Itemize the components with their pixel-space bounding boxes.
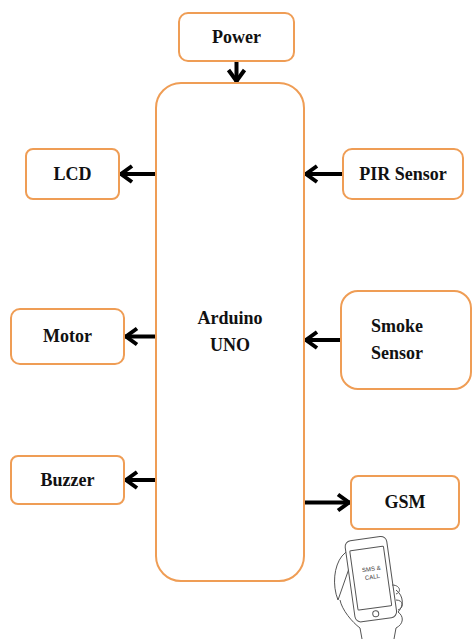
arrow-shaft — [305, 501, 350, 505]
power-box: Power — [178, 12, 295, 62]
arduino-board: Arduino UNO — [155, 82, 305, 582]
smoke-sensor-box: Smoke Sensor — [340, 290, 472, 390]
signal-arrow — [125, 472, 155, 488]
gsm-box: GSM — [350, 475, 460, 530]
lcd-box: LCD — [25, 148, 120, 200]
node-label: LCD — [53, 161, 91, 188]
node-label: Arduino UNO — [185, 305, 275, 359]
node-label: GSM — [384, 489, 425, 516]
arrow-head — [306, 332, 317, 348]
node-label: PIR Sensor — [359, 161, 447, 188]
motor-box: Motor — [10, 308, 125, 365]
arrow-head — [338, 495, 349, 511]
signal-arrow — [305, 332, 340, 348]
node-label: Motor — [43, 323, 92, 350]
arrow-head — [126, 472, 137, 488]
signal-arrow — [229, 62, 245, 82]
buzzer-box: Buzzer — [10, 455, 125, 505]
arrow-head — [306, 166, 317, 182]
signal-arrow — [305, 166, 342, 182]
arrow-head — [126, 329, 137, 345]
signal-arrow — [120, 166, 155, 182]
arrow-head — [229, 70, 245, 81]
node-label: Buzzer — [41, 467, 95, 494]
node-label: Power — [212, 24, 261, 51]
signal-arrow — [305, 495, 350, 511]
signal-arrow — [125, 329, 155, 345]
node-label: Smoke Sensor — [371, 313, 441, 367]
phone-screen-text: SMS & CALL — [360, 565, 384, 584]
arrow-head — [121, 166, 132, 182]
pir-sensor-box: PIR Sensor — [342, 148, 464, 200]
